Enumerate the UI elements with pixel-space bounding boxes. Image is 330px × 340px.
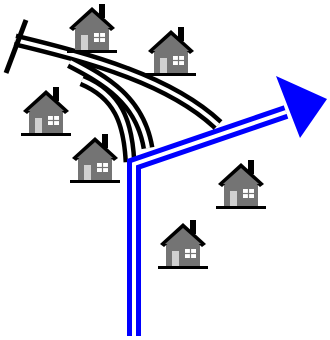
house-icon — [146, 27, 196, 76]
house-icon — [67, 4, 117, 53]
house-icon — [216, 160, 266, 209]
new-route-centerline — [134, 112, 286, 336]
house-icon — [158, 220, 208, 269]
house-icon — [21, 87, 71, 136]
new-route-casing — [134, 112, 286, 336]
house-icon — [70, 134, 120, 183]
